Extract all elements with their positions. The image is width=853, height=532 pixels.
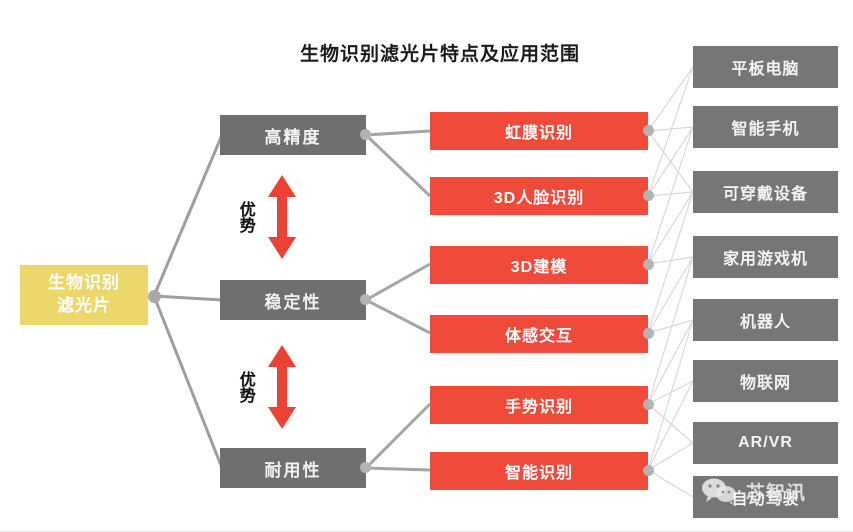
application-dot-5: [643, 399, 654, 410]
market-node-iot[interactable]: 物联网: [693, 360, 838, 402]
application-dot-3: [643, 259, 654, 270]
root-node-line2: 滤光片: [57, 296, 111, 315]
feature-node-durability[interactable]: 耐用性: [220, 448, 366, 488]
advantage-label-1: 优势: [236, 201, 254, 233]
feature-hub-dot-3: [360, 462, 371, 473]
market-node-smartphone[interactable]: 智能手机: [693, 106, 838, 148]
advantage-group-2: 优势: [236, 342, 299, 432]
market-node-autonomous-driving[interactable]: 自动驾驶: [693, 476, 838, 518]
application-to-market-lines: [647, 66, 694, 498]
feature-hub-dot-1: [360, 129, 371, 140]
application-node-motion-interaction[interactable]: 体感交互: [430, 315, 648, 353]
feature-node-stability[interactable]: 稳定性: [220, 280, 366, 320]
application-node-iris-recognition[interactable]: 虹膜识别: [430, 112, 648, 150]
market-node-tablet[interactable]: 平板电脑: [693, 46, 838, 88]
market-node-ar-vr[interactable]: AR/VR: [693, 422, 838, 464]
application-node-gesture-recognition[interactable]: 手势识别: [430, 386, 648, 424]
page-title: 生物识别滤光片特点及应用范围: [299, 43, 580, 65]
application-dot-1: [643, 125, 654, 136]
feature-to-application-lines: [364, 129, 432, 472]
root-node[interactable]: 生物识别 滤光片: [20, 265, 148, 325]
market-node-wearable-device[interactable]: 可穿戴设备: [693, 171, 838, 213]
root-node-line1: 生物识别: [48, 273, 120, 293]
feature-hub-dot-2: [360, 294, 371, 305]
market-node-robot[interactable]: 机器人: [693, 299, 838, 341]
application-node-3d-modeling[interactable]: 3D建模: [430, 246, 648, 284]
double-arrow-icon: [267, 175, 296, 259]
application-node-intelligent-recognition[interactable]: 智能识别: [430, 452, 648, 490]
application-dot-2: [643, 190, 654, 201]
market-node-home-game-console[interactable]: 家用游戏机: [693, 236, 838, 278]
root-hub-dot: [148, 290, 161, 303]
root-to-feature-lines: [152, 134, 224, 469]
advantage-label-2: 优势: [236, 371, 254, 403]
double-arrow-icon: [267, 345, 296, 429]
feature-node-high-precision[interactable]: 高精度: [220, 115, 366, 155]
application-dot-4: [643, 328, 654, 339]
advantage-group-1: 优势: [236, 172, 299, 262]
application-node-3d-face-recognition[interactable]: 3D人脸识别: [430, 177, 648, 215]
application-dot-6: [643, 465, 654, 476]
